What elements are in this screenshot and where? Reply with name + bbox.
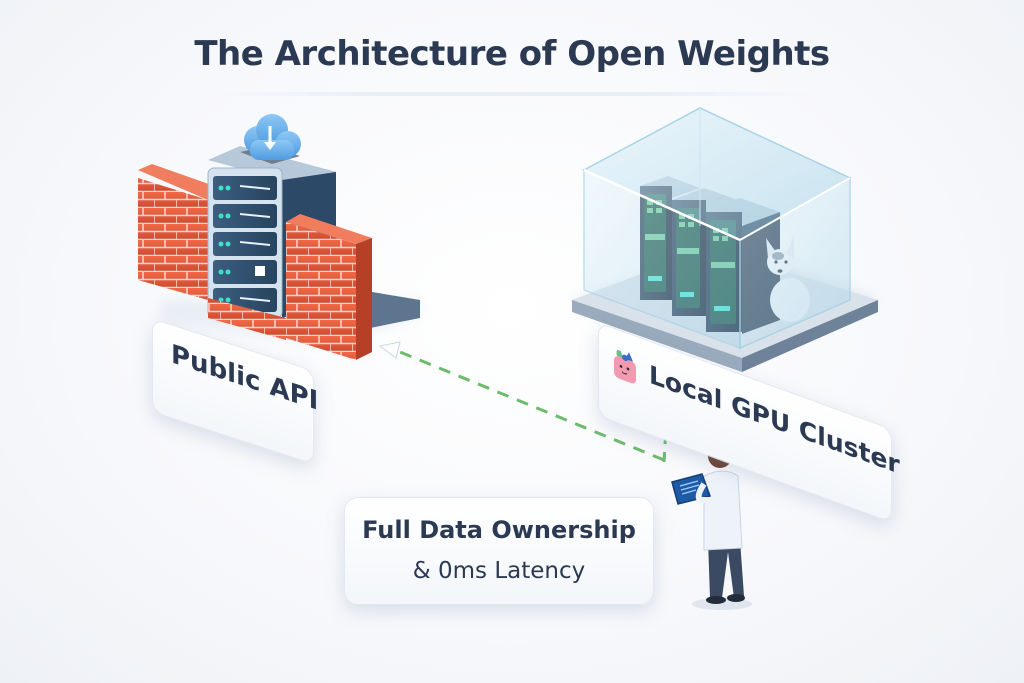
public-api-illustration bbox=[138, 114, 420, 360]
local-gpu-cluster-label-card[interactable]: Local GPU Cluster bbox=[598, 322, 900, 524]
gpu-cluster-illustration bbox=[570, 107, 880, 372]
arrowhead-icon bbox=[378, 341, 401, 359]
cloud-download-icon bbox=[244, 114, 301, 160]
callout-line-1: Full Data Ownership bbox=[362, 516, 636, 544]
mascot-icon bbox=[614, 350, 636, 384]
title-divider bbox=[200, 92, 824, 96]
server-drive-bays bbox=[213, 176, 277, 312]
glass-enclosure bbox=[582, 107, 852, 350]
platform-edge bbox=[360, 290, 420, 330]
callout-line-2: & 0ms Latency bbox=[412, 558, 586, 584]
ownership-callout: Full Data Ownership & 0ms Latency bbox=[344, 497, 654, 605]
connector-to-public-api bbox=[378, 341, 665, 462]
server-tower-icon bbox=[207, 146, 336, 319]
firewall-right-icon bbox=[286, 214, 372, 360]
page-title: The Architecture of Open Weights bbox=[194, 34, 830, 74]
researcher-figure bbox=[671, 444, 752, 610]
server-status-leds bbox=[218, 185, 231, 303]
